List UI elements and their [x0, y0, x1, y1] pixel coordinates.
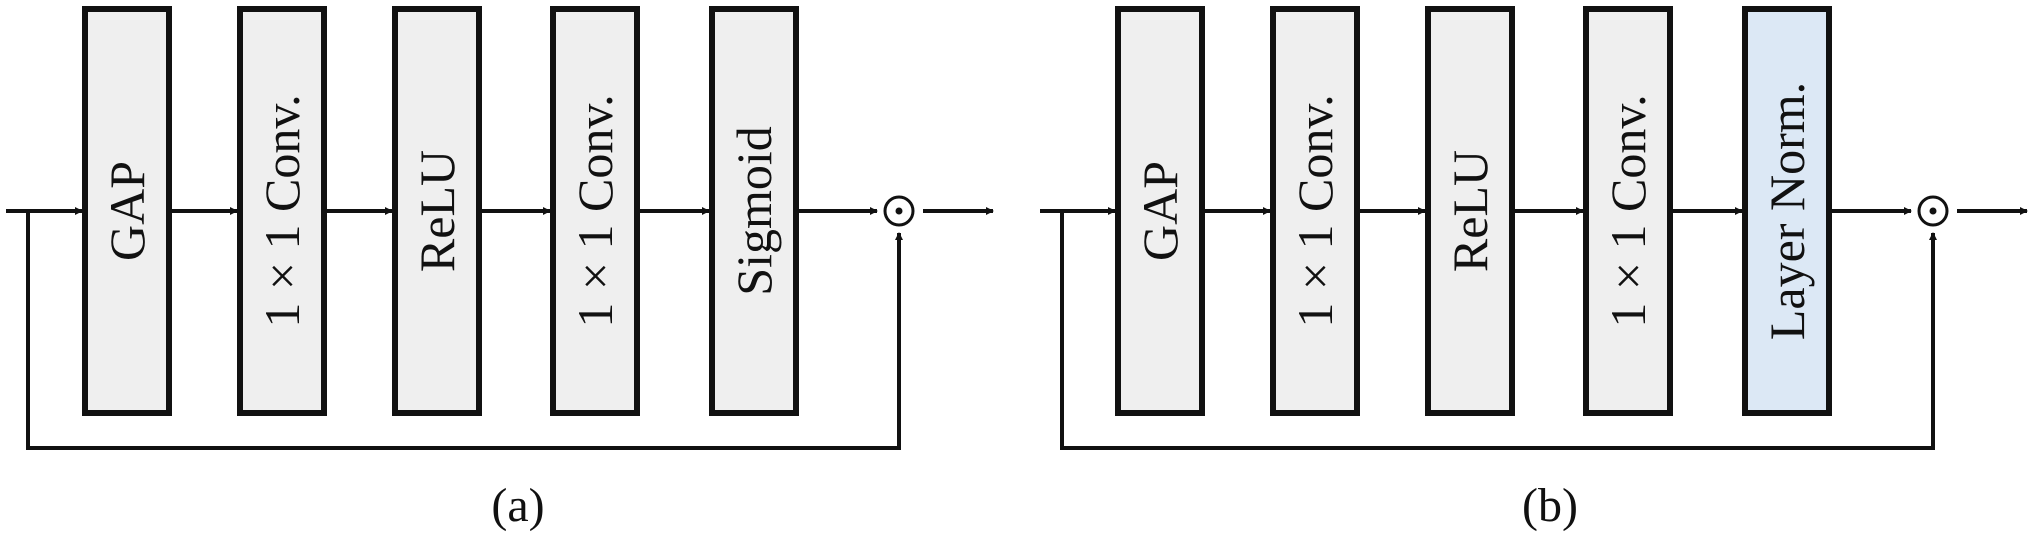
panel-a-operator-dot: [895, 207, 903, 215]
panel-b-block-gap-label: GAP: [1132, 160, 1188, 262]
panel-a-block-gap-label: GAP: [99, 160, 155, 262]
panel-b-block-layernorm: Layer Norm.: [1742, 6, 1832, 416]
panel-b-caption: (b): [1522, 479, 1578, 532]
panel-a-skip-connection: [26, 211, 903, 450]
panel-b-block-conv1: 1 × 1 Conv.: [1270, 6, 1360, 416]
panel-a-block-sigmoid: Sigmoid: [709, 6, 799, 416]
panel-b-block-gap: GAP: [1115, 6, 1205, 416]
panel-a-block-relu-label: ReLU: [409, 149, 465, 273]
panel-a-block-conv2-label: 1 × 1 Conv.: [567, 94, 623, 328]
panel-a-block-gap: GAP: [82, 6, 172, 416]
panel-b-block-conv1-label: 1 × 1 Conv.: [1287, 94, 1343, 328]
panel-a-block-conv1-label: 1 × 1 Conv.: [254, 94, 310, 328]
panel-b-block-relu: ReLU: [1425, 6, 1515, 416]
panel-a-caption: (a): [491, 479, 545, 532]
panel-b-operator-dot: [1929, 207, 1937, 215]
panel-b-skip-connection: [1060, 211, 1937, 450]
panel-b-block-conv2-label: 1 × 1 Conv.: [1600, 94, 1656, 328]
panel-a-block-sigmoid-label: Sigmoid: [726, 126, 782, 296]
panel-b-wires: [1040, 195, 2028, 450]
panel-b-block-relu-label: ReLU: [1442, 149, 1498, 273]
panel-a-block-relu: ReLU: [392, 6, 482, 416]
panel-b-block-conv2: 1 × 1 Conv.: [1583, 6, 1673, 416]
panel-a-block-conv1: 1 × 1 Conv.: [237, 6, 327, 416]
panel-a-block-conv2: 1 × 1 Conv.: [550, 6, 640, 416]
panel-a-wires: [6, 195, 994, 450]
panel-b-block-layernorm-label: Layer Norm.: [1759, 81, 1815, 341]
